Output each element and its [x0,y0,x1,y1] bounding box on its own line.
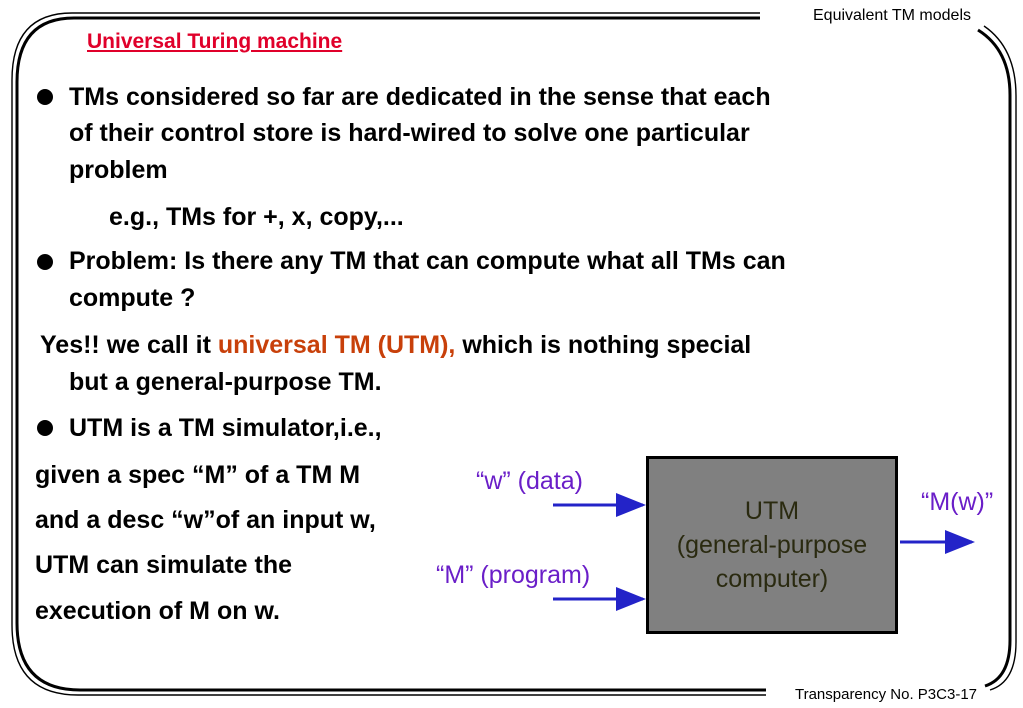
yes-line-cont: but a general-purpose TM. [69,368,382,396]
utm-box-line-3: computer) [715,565,829,593]
output-label: “M(w)” [921,488,994,516]
bullet-dot [37,420,53,436]
bullet-1-line-3: problem [69,156,168,184]
yes-suffix: which is nothing special [455,331,752,359]
section-title: Equivalent TM models [813,7,971,24]
bullet-2-line-1: Problem: Is there any TM that can comput… [69,247,786,275]
bullet-1-line-1: TMs considered so far are dedicated in t… [69,83,771,111]
yes-line: Yes!! we call it universal TM (UTM), whi… [40,330,751,360]
bullet-dot [37,254,53,270]
utm-box: UTM (general-purpose computer) [646,456,898,634]
bullet-dot [37,89,53,105]
bullet-3: UTM is a TM simulator,i.e., [69,414,382,442]
utm-box-line-1: UTM [744,497,800,525]
utm-box-line-2: (general-purpose [676,531,868,559]
desc-line-2: and a desc “w”of an input w, [35,506,376,534]
desc-line-3: UTM can simulate the [35,551,292,579]
bullet-2-line-2: compute ? [69,284,196,312]
sub-bullet: e.g., TMs for +, x, copy,... [109,203,404,231]
utm-highlight: universal TM (UTM), [217,331,456,359]
desc-line-4: execution of M on w. [35,597,280,625]
yes-prefix: Yes!! we call it [40,331,218,359]
slide-title: Universal Turing machine [87,30,343,53]
input-program-label: “M” (program) [436,561,591,589]
input-data-label: “w” (data) [476,467,583,495]
bullet-1-line-2: of their control store is hard-wired to … [69,119,750,147]
desc-line-1: given a spec “M” of a TM M [35,461,361,489]
transparency-number: Transparency No. P3C3-17 [794,686,977,703]
